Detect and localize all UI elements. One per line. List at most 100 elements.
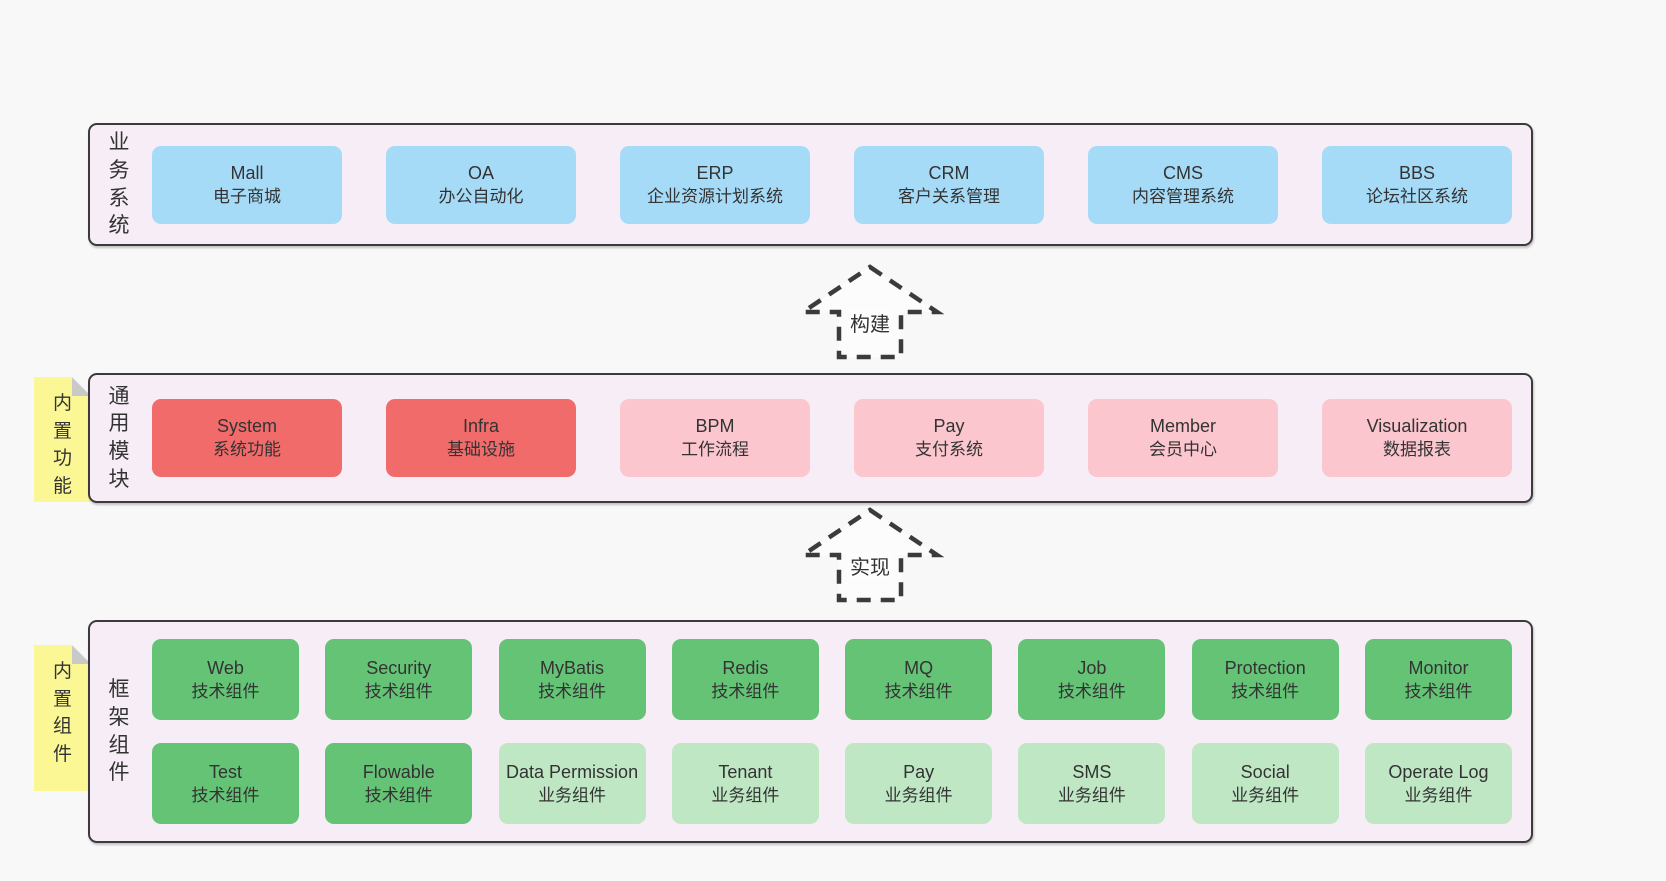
box-title: OA	[467, 162, 494, 183]
box-title: CRM	[928, 162, 970, 183]
box-redis: Redis 技术组件	[671, 639, 819, 720]
band-rows: Mall 电子商城 OA 办公自动化 ERP 企业资源计划系统 CRM 客户关系…	[148, 125, 1531, 244]
band-rows: System 系统功能 Infra 基础设施 BPM 工作流程 Pay 支付系统…	[148, 375, 1531, 501]
box-subtitle: 客户关系管理	[898, 186, 1000, 206]
box-subtitle: 工作流程	[681, 440, 749, 459]
box-title: SMS	[1072, 761, 1112, 782]
box-subtitle: 技术组件	[884, 681, 953, 701]
box-mq: MQ 技术组件	[845, 639, 993, 720]
box-subtitle: 数据报表	[1383, 440, 1451, 459]
box-subtitle: 技术组件	[191, 681, 260, 701]
box-oa: OA 办公自动化	[386, 145, 576, 224]
box-subtitle: 业务组件	[1404, 785, 1473, 805]
arrow-implement: 实现	[795, 507, 945, 603]
arrow-label: 实现	[847, 551, 893, 580]
box-subtitle: 技术组件	[1404, 681, 1473, 701]
box-subtitle: 论坛社区系统	[1366, 186, 1468, 206]
box-row: Web 技术组件 Security 技术组件 MyBatis 技术组件 Redi…	[152, 639, 1512, 720]
box-title: Mall	[230, 162, 264, 183]
box-title: BPM	[695, 416, 735, 436]
box-subtitle: 会员中心	[1149, 440, 1217, 459]
box-title: Pay	[933, 416, 965, 436]
box-test: Test 技术组件	[152, 743, 299, 824]
box-title: Member	[1149, 416, 1216, 436]
sticky-label: 内置组件	[52, 661, 72, 765]
box-title: BBS	[1398, 162, 1436, 183]
sticky-label: 内置功能	[52, 393, 72, 497]
box-title: ERP	[696, 162, 734, 183]
band-rows: Web 技术组件 Security 技术组件 MyBatis 技术组件 Redi…	[148, 622, 1531, 841]
box-web: Web 技术组件	[152, 639, 299, 720]
box-subtitle: 技术组件	[364, 681, 433, 701]
band-business-systems: 业务系统 Mall 电子商城 OA 办公自动化 ERP 企业资源计划系统 CRM	[88, 123, 1533, 246]
box-flowable: Flowable 技术组件	[325, 743, 473, 824]
box-row: System 系统功能 Infra 基础设施 BPM 工作流程 Pay 支付系统…	[152, 399, 1512, 477]
box-job: Job 技术组件	[1018, 639, 1166, 720]
box-title: Tenant	[718, 761, 773, 782]
box-subtitle: 业务组件	[884, 785, 953, 805]
box-subtitle: 技术组件	[538, 681, 607, 701]
box-bpm: BPM 工作流程	[620, 399, 810, 477]
box-subtitle: 业务组件	[1231, 785, 1300, 805]
box-member: Member 会员中心	[1088, 399, 1278, 477]
sticky-note-builtin-components: 内置组件	[34, 645, 91, 791]
box-tenant: Tenant 业务组件	[671, 743, 819, 824]
box-subtitle: 办公自动化	[438, 186, 524, 206]
box-mall: Mall 电子商城	[152, 145, 342, 224]
box-pay-module: Pay 支付系统	[854, 399, 1044, 477]
box-security: Security 技术组件	[325, 639, 473, 720]
box-sms: SMS 业务组件	[1018, 743, 1166, 824]
band-label-text: 框架组件	[108, 678, 130, 785]
box-visualization: Visualization 数据报表	[1322, 399, 1512, 477]
box-subtitle: 技术组件	[711, 681, 780, 701]
box-title: Visualization	[1366, 416, 1468, 436]
box-data-permission: Data Permission 业务组件	[498, 743, 646, 824]
box-social: Social 业务组件	[1191, 743, 1339, 824]
box-subtitle: 技术组件	[1057, 681, 1126, 701]
box-title: Pay	[903, 761, 935, 782]
band-label-text: 业务系统	[108, 131, 130, 238]
box-title: Protection	[1224, 657, 1306, 678]
box-subtitle: 技术组件	[364, 785, 433, 805]
box-title: System	[216, 416, 277, 436]
box-subtitle: 内容管理系统	[1132, 186, 1234, 206]
box-title: Infra	[462, 416, 500, 436]
box-operate-log: Operate Log 业务组件	[1364, 743, 1512, 824]
box-protection: Protection 技术组件	[1191, 639, 1339, 720]
box-system: System 系统功能	[152, 399, 342, 477]
box-mybatis: MyBatis 技术组件	[498, 639, 646, 720]
box-title: Data Permission	[506, 761, 639, 782]
box-subtitle: 技术组件	[1231, 681, 1300, 701]
box-subtitle: 技术组件	[191, 785, 260, 805]
band-label-text: 通用模块	[108, 384, 130, 491]
box-subtitle: 业务组件	[538, 785, 607, 805]
box-subtitle: 系统功能	[213, 440, 281, 459]
box-infra: Infra 基础设施	[386, 399, 576, 477]
box-title: Test	[208, 761, 242, 782]
box-title: MyBatis	[540, 657, 605, 678]
box-row: Test 技术组件 Flowable 技术组件 Data Permission …	[152, 743, 1512, 824]
arrow-label: 构建	[847, 308, 893, 337]
box-subtitle: 支付系统	[915, 440, 983, 459]
box-title: Operate Log	[1388, 761, 1489, 782]
box-subtitle: 业务组件	[711, 785, 780, 805]
box-title: Security	[366, 657, 432, 678]
band-framework-components: 框架组件 Web 技术组件 Security 技术组件 MyBatis 技术组件…	[88, 620, 1533, 843]
box-row: Mall 电子商城 OA 办公自动化 ERP 企业资源计划系统 CRM 客户关系…	[152, 145, 1512, 224]
box-monitor: Monitor 技术组件	[1364, 639, 1512, 720]
box-title: MQ	[904, 657, 934, 678]
box-pay-component: Pay 业务组件	[845, 743, 993, 824]
band-common-modules: 通用模块 System 系统功能 Infra 基础设施 BPM 工作流程 Pay	[88, 373, 1533, 503]
box-title: Social	[1240, 761, 1290, 782]
box-title: Flowable	[362, 761, 435, 782]
box-title: Job	[1077, 657, 1107, 678]
band-label-common-modules: 通用模块	[90, 375, 148, 501]
box-title: Web	[207, 657, 244, 678]
box-erp: ERP 企业资源计划系统	[620, 145, 810, 224]
box-subtitle: 业务组件	[1057, 785, 1126, 805]
box-subtitle: 企业资源计划系统	[647, 186, 783, 206]
box-subtitle: 基础设施	[447, 440, 515, 459]
sticky-note-builtin-features: 内置功能	[34, 377, 91, 502]
box-title: CMS	[1163, 162, 1203, 183]
